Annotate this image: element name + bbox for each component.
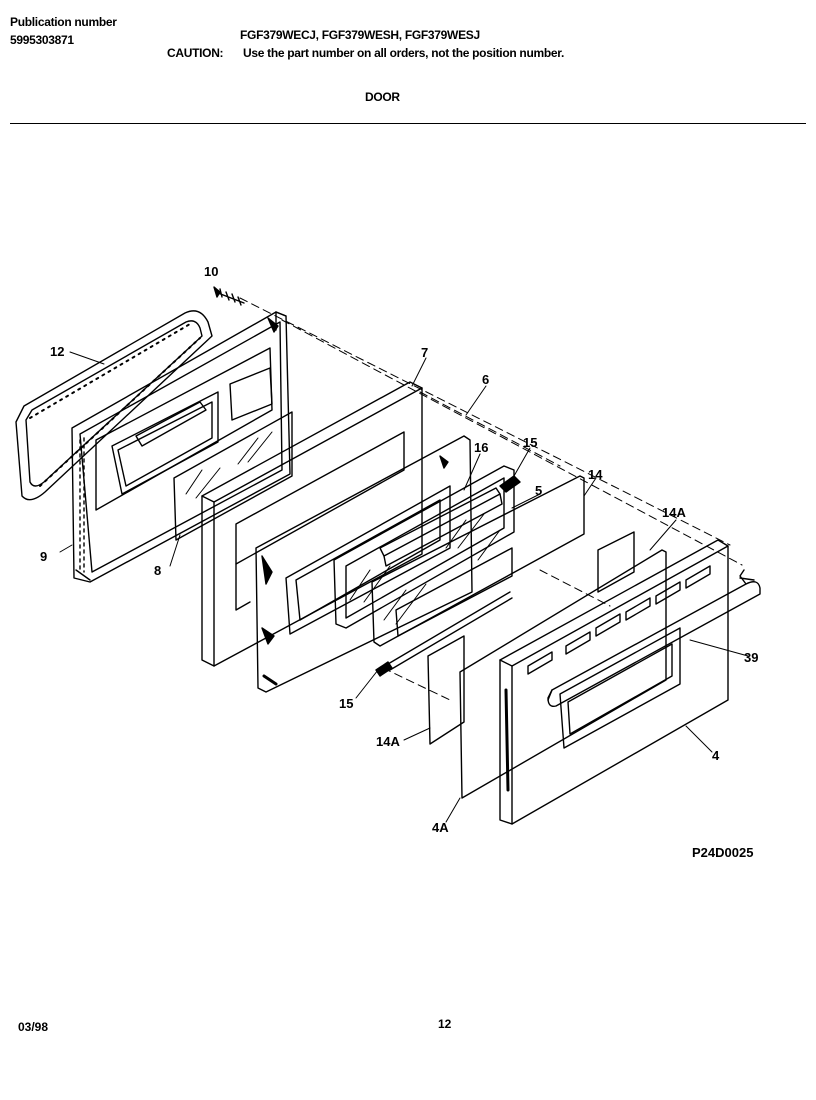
callout-4: 4 <box>712 748 720 763</box>
inner-door-panel-part-6 <box>255 435 473 693</box>
publication-number: 5995303871 <box>10 33 74 47</box>
callout-14a-upper: 14A <box>662 505 686 520</box>
model-numbers: FGF379WECJ, FGF379WESH, FGF379WESJ <box>240 28 480 42</box>
door-gasket-part-12 <box>15 310 213 501</box>
screw-part-10 <box>213 286 245 306</box>
leader-lines <box>59 351 749 823</box>
callout-8: 8 <box>154 563 161 578</box>
callout-14a-lower: 14A <box>376 734 400 749</box>
outer-door-back-part-4a <box>459 549 667 799</box>
caution-text: Use the part number on all orders, not t… <box>243 46 565 60</box>
callout-10: 10 <box>204 264 218 279</box>
callout-15-lower: 15 <box>339 696 353 711</box>
outer-door-part-4 <box>499 539 729 825</box>
insulation-part-7 <box>201 381 423 667</box>
page-number: 12 <box>438 1017 452 1031</box>
publication-label: Publication number <box>10 15 117 29</box>
callout-39: 39 <box>744 650 758 665</box>
callout-14: 14 <box>588 467 603 482</box>
callout-9: 9 <box>40 549 47 564</box>
callout-4a: 4A <box>432 820 449 835</box>
callout-12: 12 <box>50 344 64 359</box>
insulation-part-14a-upper <box>597 531 635 593</box>
inner-door-liner-part-9 <box>71 311 291 583</box>
caution-label: CAUTION: <box>167 46 224 60</box>
callout-15-upper: 15 <box>523 435 537 450</box>
channel-part-16 <box>379 487 503 567</box>
section-title: DOOR <box>365 90 400 104</box>
callout-5: 5 <box>535 483 542 498</box>
footer-date: 03/98 <box>18 1020 49 1034</box>
assembly-guide-lines <box>239 297 743 701</box>
insulation-part-14a-lower <box>427 635 465 745</box>
callout-6: 6 <box>482 372 489 387</box>
callout-labels: 10 12 7 6 16 15 14 5 14A 9 8 39 15 14A 4… <box>40 264 758 860</box>
callout-16: 16 <box>474 440 488 455</box>
handle-part-39 <box>547 569 761 708</box>
header-divider <box>10 123 806 124</box>
diagram-reference-code: P24D0025 <box>692 845 753 860</box>
callout-7: 7 <box>421 345 428 360</box>
glass-part-8 <box>173 411 293 541</box>
glass-frame-part-5 <box>333 465 515 629</box>
clip-part-15-lower <box>375 591 513 677</box>
outer-glass-part-14 <box>371 475 585 647</box>
